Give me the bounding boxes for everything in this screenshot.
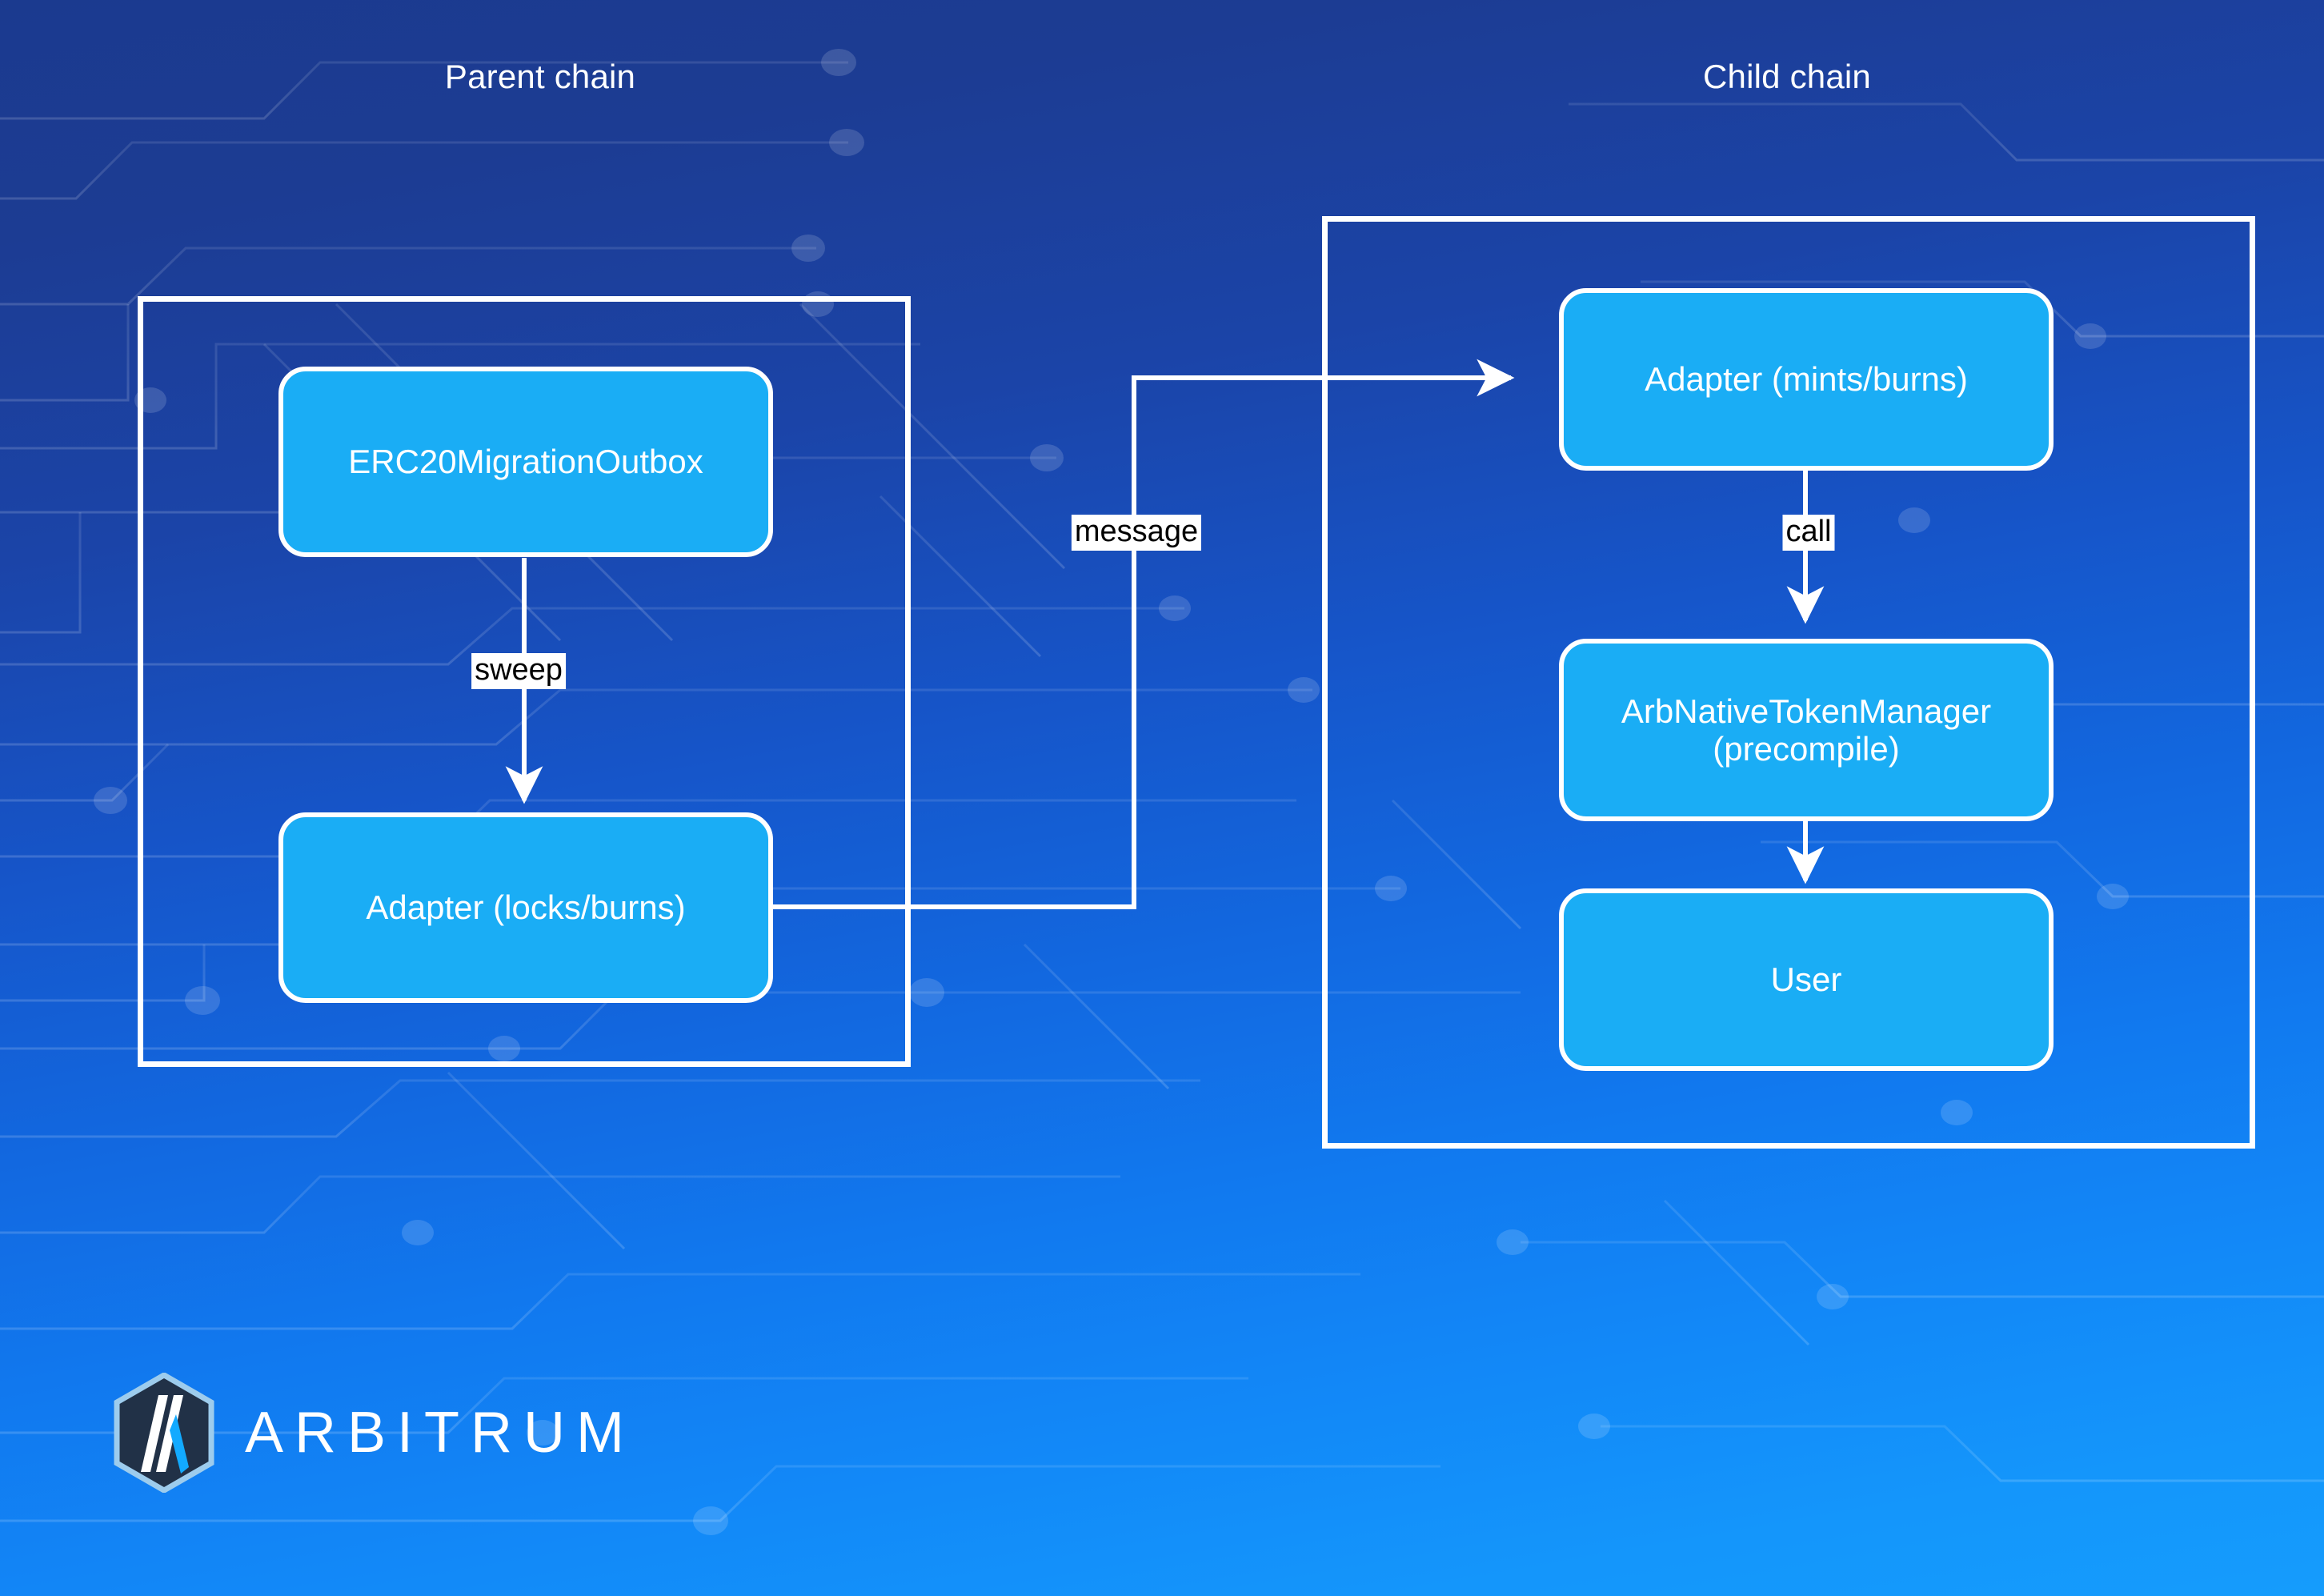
node-erc20-migration-outbox-label: ERC20MigrationOutbox [348,443,703,481]
node-arb-native-token-manager[interactable]: ArbNativeTokenManager (precompile) [1559,639,2054,821]
node-arb-native-token-manager-label-line2: (precompile) [1713,730,1900,768]
node-adapter-locks-burns-label: Adapter (locks/burns) [366,888,686,927]
node-arb-native-token-manager-label-line1: ArbNativeTokenManager [1621,692,1992,730]
parent-chain-title: Parent chain [444,58,636,95]
edge-label-call: call [1782,515,1835,551]
edge-label-sweep: sweep [471,653,566,690]
arbitrum-wordmark: ARBITRUM [245,1401,635,1465]
child-chain-title: Child chain [1703,58,1871,95]
arbitrum-hexagon-icon [114,1373,214,1493]
node-adapter-locks-burns[interactable]: Adapter (locks/burns) [278,812,773,1003]
edge-label-message: message [1071,515,1202,551]
node-user-label: User [1770,960,1842,999]
arbitrum-logo: ARBITRUM [112,1361,752,1505]
node-adapter-mints-burns-label: Adapter (mints/burns) [1645,360,1968,399]
node-erc20-migration-outbox[interactable]: ERC20MigrationOutbox [278,367,773,557]
node-adapter-mints-burns[interactable]: Adapter (mints/burns) [1559,288,2054,471]
node-user[interactable]: User [1559,888,2054,1071]
